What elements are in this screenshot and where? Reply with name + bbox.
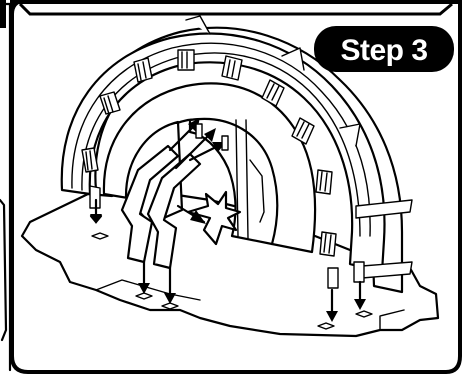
left-panel-edge [0, 0, 10, 370]
step-badge-label: Step 3 [340, 34, 427, 67]
step-badge: Step 3 [314, 26, 454, 72]
